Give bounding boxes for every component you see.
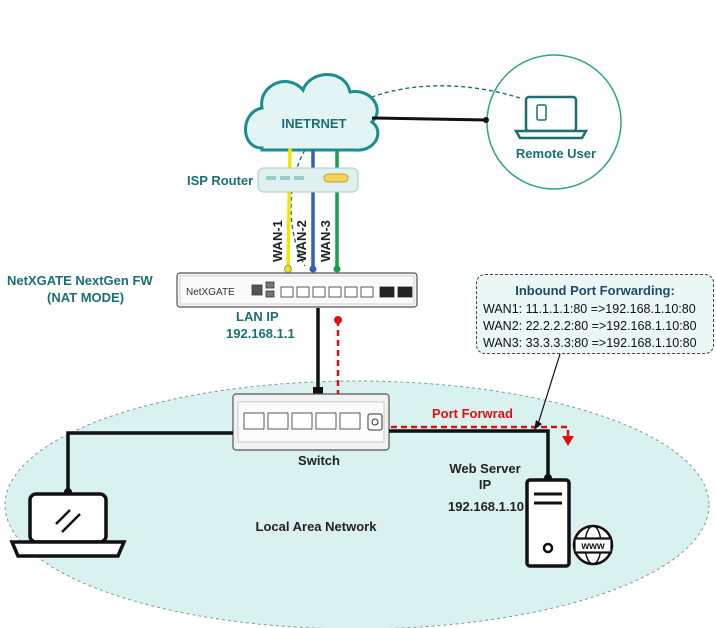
firewall-console-port — [251, 284, 263, 296]
inbound-title: Inbound Port Forwarding: — [515, 283, 675, 298]
internet-cloud — [244, 73, 380, 152]
switch-laptop-link — [66, 431, 233, 492]
firewall-usb-port — [265, 281, 275, 289]
wan-1-dot — [284, 265, 292, 273]
port-forward-start-dot — [334, 316, 342, 324]
server-icon — [525, 478, 571, 568]
firewall-lan-port — [360, 286, 374, 298]
inbound-port-forwarding-box: Inbound Port Forwarding: WAN1: 11.1.1.1:… — [476, 274, 714, 354]
port-forward-path — [336, 320, 570, 440]
www-globe-icon: www — [572, 524, 614, 566]
switch-label: Switch — [298, 453, 340, 468]
switch-port — [291, 412, 313, 430]
lan-ip-value: 192.168.1.1 — [226, 326, 295, 341]
wan-1-label: WAN-1 — [270, 220, 285, 262]
remote-access-path — [290, 85, 521, 267]
firewall-name-line1: NetXGATE NextGen FW — [7, 273, 153, 288]
switch-port — [267, 412, 289, 430]
link-end-dot — [483, 117, 489, 123]
wan-2-label: WAN-2 — [294, 220, 309, 262]
firewall-lan-port — [296, 286, 310, 298]
firewall-usb-port — [265, 290, 275, 298]
lan-label: Local Area Network — [256, 519, 378, 534]
firewall-sfp-port — [379, 286, 395, 298]
isp-router-label: ISP Router — [187, 173, 253, 188]
firewall-lan-port — [328, 286, 342, 298]
web-server-label-line2: IP — [479, 477, 492, 492]
firewall-logo: NetXGATE — [186, 287, 235, 298]
web-server-label-line1: Web Server — [449, 461, 520, 476]
internet-remote-link — [371, 116, 487, 122]
wan-2-dot — [309, 265, 317, 273]
www-badge: www — [580, 541, 605, 552]
switch-port — [243, 412, 265, 430]
isp-router — [257, 167, 359, 193]
wan-3-dot — [333, 265, 341, 273]
laptop-icon — [9, 492, 127, 558]
firewall-lan-port — [280, 286, 294, 298]
callout-pointer — [537, 353, 561, 425]
inbound-rule-wan3: WAN3: 33.3.3.3:80 =>192.168.1.10:80 — [483, 336, 697, 350]
wan-3-label: WAN-3 — [318, 220, 333, 262]
switch-server-link — [389, 429, 550, 478]
wan-1-line — [286, 147, 292, 271]
firewall-lan-port — [312, 286, 326, 298]
port-forward-arrowhead — [562, 436, 574, 446]
firewall-name-line2: (NAT MODE) — [47, 290, 124, 305]
firewall-lan-port — [344, 286, 358, 298]
firewall-device — [176, 272, 418, 308]
internet-label: INETRNET — [282, 116, 347, 131]
inbound-rule-wan2: WAN2: 22.2.2.2:80 =>192.168.1.10:80 — [483, 319, 697, 333]
firewall-sfp-port — [397, 286, 413, 298]
remote-user-label: Remote User — [516, 146, 596, 161]
switch-device — [232, 393, 390, 451]
lan-ip-label: LAN IP — [236, 309, 279, 324]
switch-port — [315, 412, 337, 430]
remote-laptop-icon — [513, 95, 589, 140]
switch-port — [339, 412, 361, 430]
inbound-rule-wan1: WAN1: 11.1.1.1:80 =>192.168.1.10:80 — [483, 302, 696, 316]
port-forward-label: Port Forwrad — [432, 406, 513, 421]
web-server-ip: 192.168.1.10 — [448, 499, 524, 514]
